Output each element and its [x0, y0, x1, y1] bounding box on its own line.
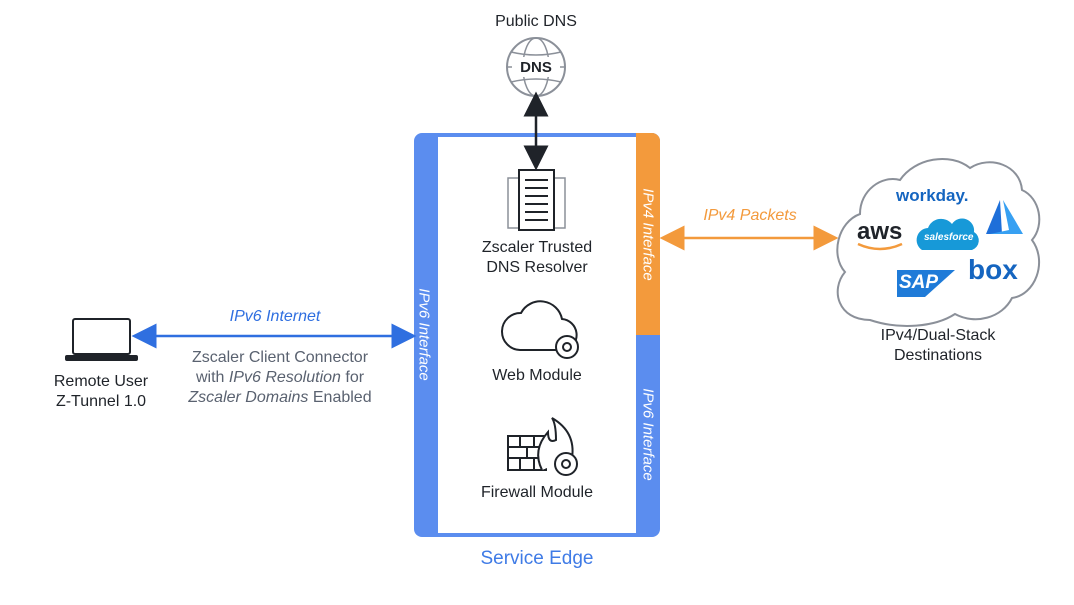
ipv4-packets-label: IPv4 Packets: [703, 207, 797, 224]
ipv4-interface-bar: [636, 133, 660, 335]
ipv6-internet-label: IPv6 Internet: [229, 308, 321, 325]
remote-user-line1: Remote User: [53, 373, 149, 390]
left-ipv6-interface-label: IPv6 Interface: [415, 288, 433, 381]
globe-icon: [506, 37, 566, 97]
sap-logo: SAP: [899, 272, 939, 293]
firewall-module-label: Firewall Module: [480, 484, 594, 501]
dns-resolver-line2: DNS Resolver: [486, 259, 588, 276]
salesforce-logo: salesforce: [924, 232, 974, 243]
connector-desc-line2-c: for: [340, 369, 365, 386]
box-logo: box: [968, 254, 1018, 285]
connector-desc-line2-a: with: [195, 369, 229, 386]
aws-logo: aws: [857, 218, 903, 245]
aws-smile-icon: [857, 242, 903, 251]
remote-user-label: Remote User Z-Tunnel 1.0: [30, 372, 172, 412]
right-ipv6-interface-label: IPv6 Interface: [639, 388, 657, 481]
dns-badge: DNS: [520, 59, 552, 76]
cloud-gear-icon: [501, 300, 579, 359]
connector-desc-line1: Zscaler Client Connector: [191, 349, 369, 366]
connector-desc-line3-a: Zscaler Domains: [188, 389, 309, 406]
web-module-label: Web Module: [492, 367, 582, 384]
connector-desc-line3-b: Enabled: [308, 389, 372, 406]
firewall-icon: [507, 417, 578, 476]
destinations-line1: IPv4/Dual-Stack: [880, 327, 996, 344]
server-icon: [507, 169, 566, 231]
sap-logo-icon: [897, 270, 955, 297]
public-dns-label: Public DNS: [495, 13, 577, 30]
connector-desc-line3: Zscaler Domains Enabled: [160, 388, 400, 408]
service-edge-title: Service Edge: [480, 548, 594, 569]
destinations-label: IPv4/Dual-Stack Destinations: [848, 326, 1028, 366]
laptop-icon: [65, 318, 138, 361]
dns-resolver-line1: Zscaler Trusted: [481, 239, 593, 256]
azure-logo-icon: [986, 200, 1023, 234]
client-connector-description: Zscaler Client Connector with IPv6 Resol…: [160, 348, 400, 408]
connector-desc-line2-b: IPv6 Resolution: [228, 369, 341, 386]
workday-logo: workday.: [896, 186, 969, 205]
connector-desc-line2: with IPv6 Resolution for: [160, 368, 400, 388]
right-ipv4-interface-label: IPv4 Interface: [639, 188, 657, 281]
dns-resolver-label: Zscaler Trusted DNS Resolver: [448, 238, 626, 278]
destinations-line2: Destinations: [893, 347, 983, 364]
remote-user-line2: Z-Tunnel 1.0: [55, 393, 147, 410]
salesforce-logo-icon: [916, 218, 979, 250]
